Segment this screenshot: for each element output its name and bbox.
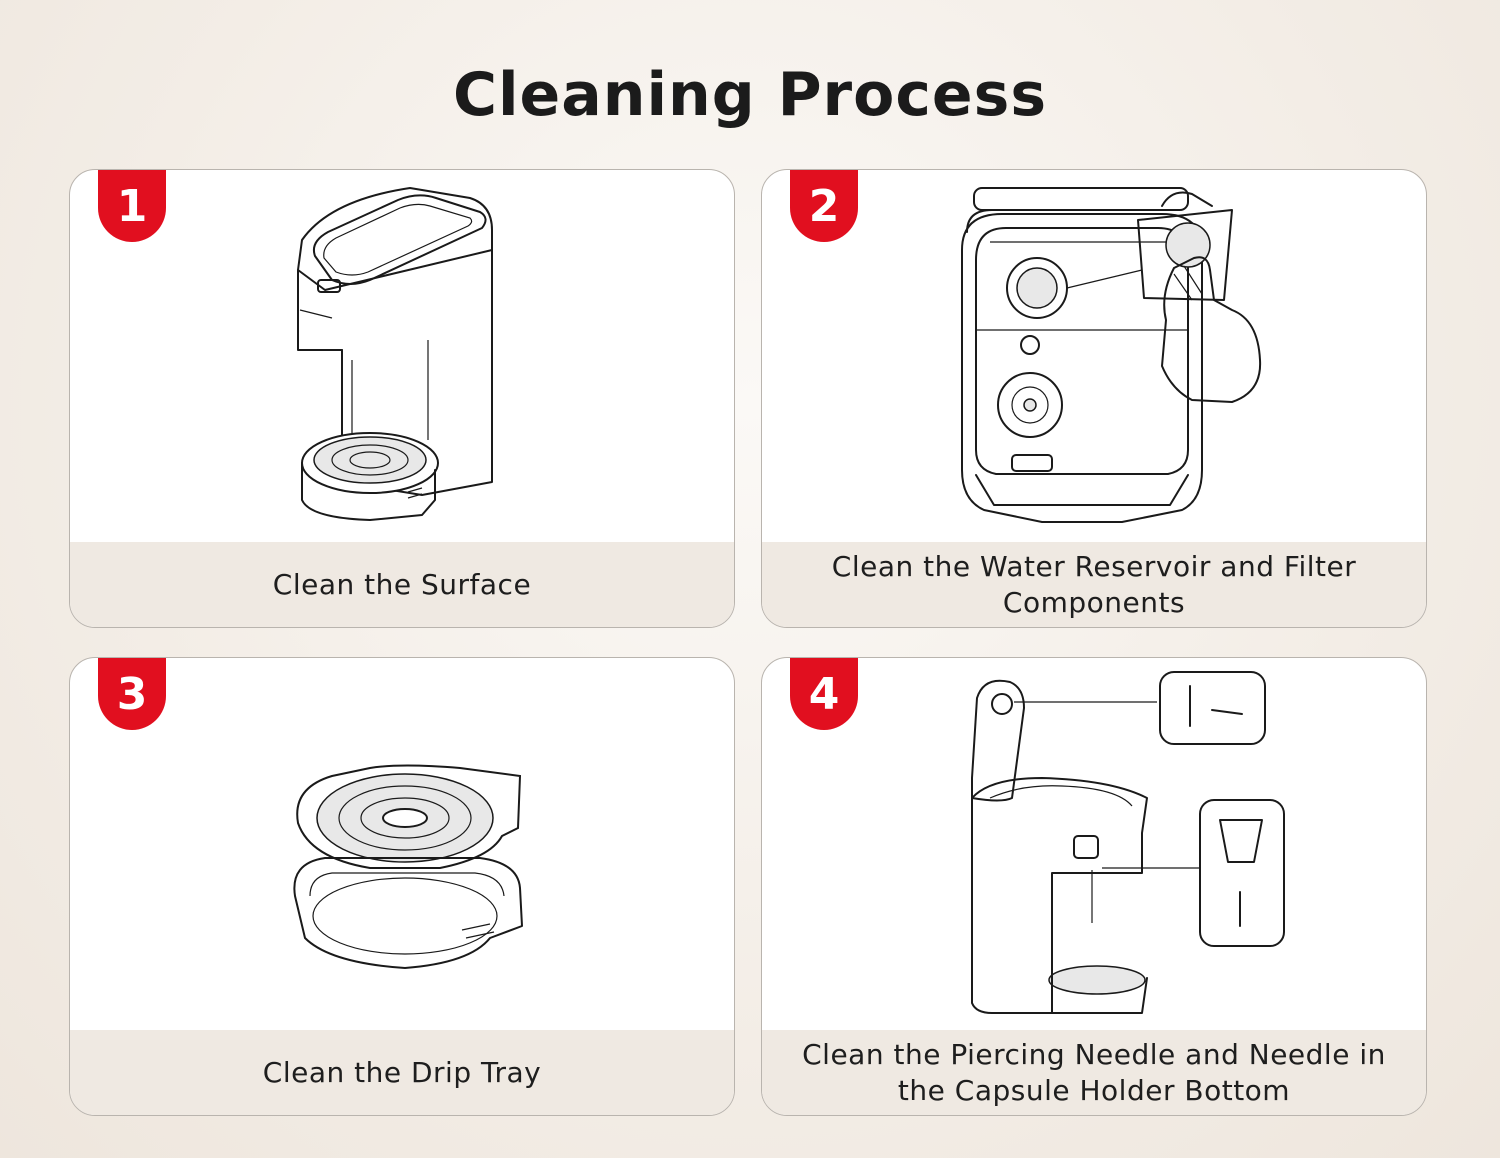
reservoir-filter-illustration — [961, 187, 1262, 523]
step-number-badge: 3 — [98, 658, 166, 730]
step-caption: Clean the Drip Tray — [70, 1030, 734, 1115]
step-card-1: 1 Clean the Surface — [69, 169, 735, 628]
step-card-4: 4 Clean the Piercing Needle and Needle i… — [761, 657, 1427, 1116]
coffee-maker-illustration — [297, 187, 493, 521]
step-caption: Clean the Surface — [70, 542, 734, 627]
piercing-needle-illustration — [971, 671, 1285, 1014]
step-number-badge: 2 — [790, 170, 858, 242]
step-card-2: 2 Clean the Water Reservoir and Filter C… — [761, 169, 1427, 628]
drip-tray-illustration — [293, 764, 523, 969]
page-title: Cleaning Process — [452, 60, 1048, 130]
step-card-3: 3 Clean the Drip Tray — [69, 657, 735, 1116]
step-caption: Clean the Piercing Needle and Needle in … — [762, 1030, 1426, 1115]
step-number-badge: 4 — [790, 658, 858, 730]
step-caption: Clean the Water Reservoir and Filter Com… — [762, 542, 1426, 627]
step-number-badge: 1 — [98, 170, 166, 242]
